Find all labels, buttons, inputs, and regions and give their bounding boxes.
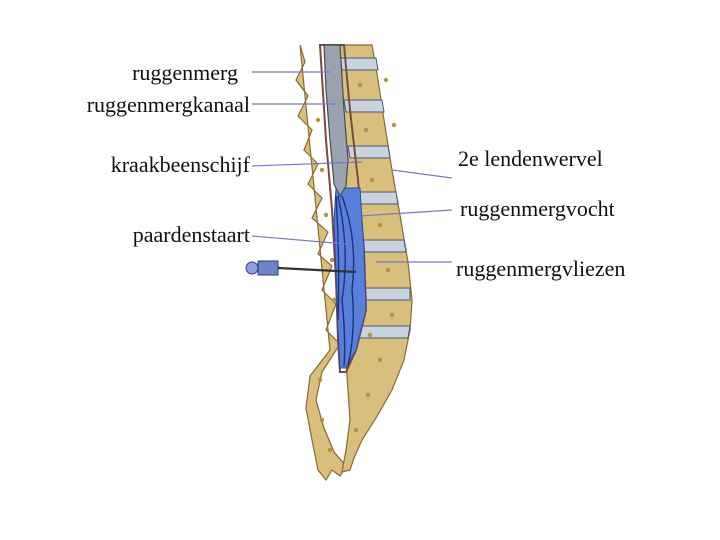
bone-speckle-14 [332,298,336,302]
label-paardenstaart: paardenstaart [133,224,250,246]
bone-speckle-20 [368,333,372,337]
bone-speckle-4 [378,223,382,227]
bone-speckle-18 [384,78,388,82]
needle-hub [258,261,278,275]
bone-speckle-7 [378,358,382,362]
bone-speckle-1 [358,83,362,87]
bone-speckle-17 [328,448,332,452]
bone-speckle-16 [320,418,324,422]
label-ruggenmerg: ruggenmerg [132,62,238,84]
leader-line-5 [392,170,452,178]
bone-speckle-15 [318,378,322,382]
bone-speckle-11 [320,168,324,172]
bone-speckle-12 [324,213,328,217]
bone-speckle-19 [392,123,396,127]
label-ruggenmergvocht: ruggenmergvocht [460,198,615,220]
label-ruggenmergkanaal: ruggenmergkanaal [87,94,250,116]
bone-speckle-13 [330,258,334,262]
bone-speckle-10 [316,118,320,122]
label-ruggenmergvliezen: ruggenmergvliezen [456,258,625,280]
bone-speckle-5 [386,268,390,272]
bone-speckle-9 [354,428,358,432]
bone-speckle-6 [390,313,394,317]
intervertebral-disc-7 [358,326,410,338]
needle-cap [246,262,258,274]
bone-speckle-3 [370,178,374,182]
bone-speckle-8 [366,393,370,397]
intervertebral-disc-6 [360,288,410,300]
bone-speckle-2 [364,128,368,132]
label-2e-lendenwervel: 2e lendenwervel [458,148,603,170]
leader-line-4 [252,236,346,244]
label-kraakbeenschijf: kraakbeenschijf [111,154,250,176]
